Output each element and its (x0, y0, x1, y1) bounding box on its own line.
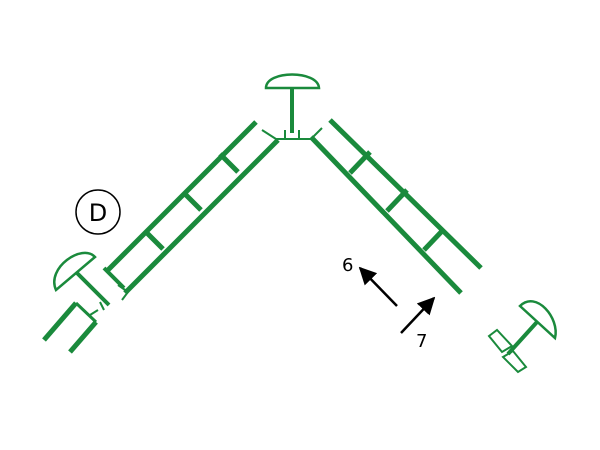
left-ladder-profile (102, 120, 280, 301)
rung (348, 150, 372, 175)
left-edge-connector (42, 251, 111, 354)
rung (422, 227, 446, 252)
top-cap-connector (261, 73, 323, 140)
arrow-6 (358, 266, 398, 307)
section-badge: D (75, 189, 121, 235)
arrow-7 (400, 296, 436, 334)
right-edge-connector (487, 300, 557, 374)
top-cap-head (264, 73, 321, 90)
direction-arrows: 6 7 (342, 255, 436, 352)
badge-label: D (89, 199, 107, 227)
rung (218, 152, 240, 174)
arrow-label-6: 6 (342, 255, 353, 276)
right-cap-head (518, 300, 557, 341)
right-ladder-profile (309, 118, 483, 295)
rung (143, 229, 165, 251)
rung (385, 188, 409, 213)
left-cap-head (53, 251, 97, 293)
rung (181, 190, 203, 212)
arrow-label-7: 7 (416, 331, 427, 352)
